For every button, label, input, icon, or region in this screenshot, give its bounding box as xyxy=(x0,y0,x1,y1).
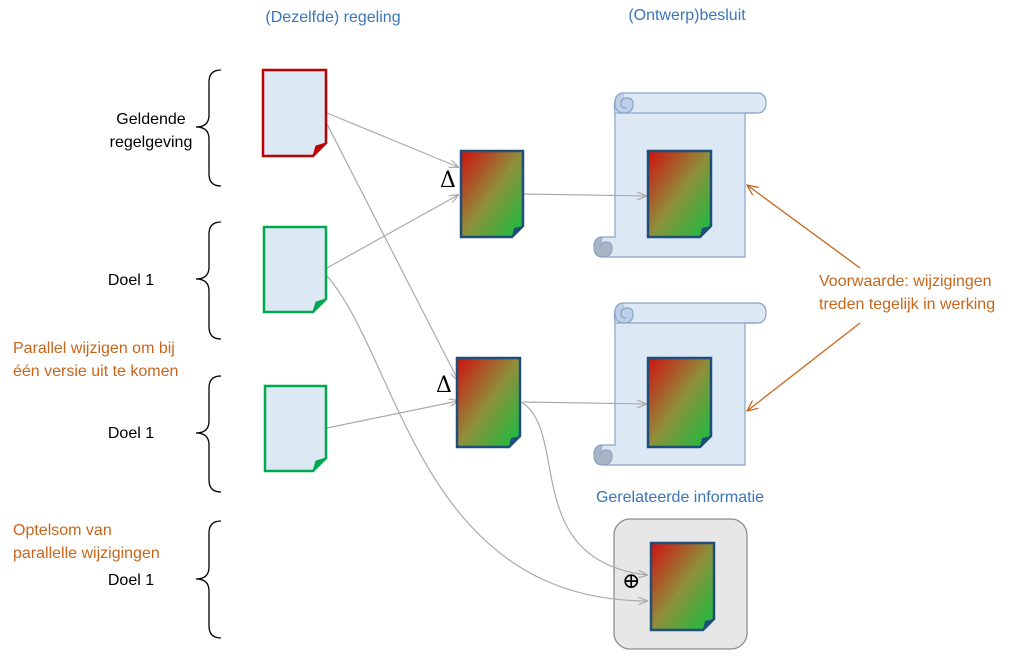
note-optelsom-1: Optelsom van xyxy=(13,522,112,539)
document-doel-a-green xyxy=(262,225,328,314)
document-scroll-2 xyxy=(646,356,713,449)
label-regelgeving: regelgeving xyxy=(110,134,193,151)
flow-arrows xyxy=(326,112,647,601)
arrow-geldende-to-delta1 xyxy=(326,112,458,167)
note-optelsom-2: parallelle wijzigingen xyxy=(13,545,160,562)
brace-doel-a xyxy=(195,221,222,340)
header-besluit: (Ontwerp)besluit xyxy=(628,7,746,24)
oplus-symbol: ⊕ xyxy=(622,569,640,594)
document-geldende-red xyxy=(261,68,328,158)
header-regeling: (Dezelfde) regeling xyxy=(265,9,400,26)
note-parallel-1: Parallel wijzigen om bij xyxy=(13,340,175,357)
arrow-delta1-to-scroll1 xyxy=(522,194,646,196)
label-doel-a: Doel 1 xyxy=(108,272,154,289)
arrow-geldende-to-delta2 xyxy=(326,123,458,380)
note-voorwaarde-1: Voorwaarde: wijzigingen xyxy=(819,273,992,290)
document-gerelateerd xyxy=(649,541,716,632)
delta-symbol-1: Δ xyxy=(440,168,456,193)
arrow-doela-to-gerelateerd xyxy=(326,275,647,601)
arrow-delta2-to-scroll2 xyxy=(522,402,646,404)
brace-geldende xyxy=(195,69,222,187)
document-delta-1 xyxy=(459,149,525,239)
label-doel-c: Doel 1 xyxy=(108,572,154,589)
brace-group xyxy=(195,69,222,639)
label-geldende: Geldende xyxy=(116,111,185,128)
arrow-doela-to-delta1 xyxy=(326,195,458,269)
voorwaarde-arrows xyxy=(747,185,861,411)
arrow-doelb-to-delta2 xyxy=(326,401,458,429)
arrow-voorwaarde-to-scroll2 xyxy=(747,322,861,411)
arrow-delta2-to-gerelateerd xyxy=(520,401,647,575)
document-scroll-1 xyxy=(646,149,713,239)
note-voorwaarde-2: treden tegelijk in werking xyxy=(819,296,995,313)
label-doel-b: Doel 1 xyxy=(108,425,154,442)
document-delta-2 xyxy=(455,356,522,449)
arrow-voorwaarde-to-scroll1 xyxy=(747,185,861,269)
delta-symbol-2: Δ xyxy=(436,373,452,398)
note-parallel-2: één versie uit te komen xyxy=(13,363,178,380)
header-gerelateerde-informatie: Gerelateerde informatie xyxy=(596,489,764,506)
brace-doel-c xyxy=(195,520,222,639)
document-doel-b-green xyxy=(263,384,328,473)
brace-doel-b xyxy=(195,375,222,493)
